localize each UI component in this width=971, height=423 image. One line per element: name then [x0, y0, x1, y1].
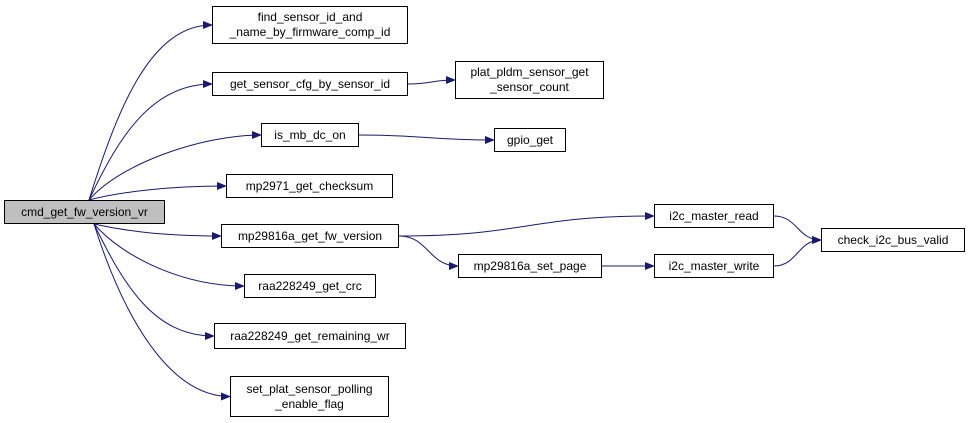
node-label: mp2971_get_checksum — [245, 178, 374, 193]
edge-mp29816a_fw-to-mp29816a_page — [398, 235, 459, 270]
node-label-line-1: plat_pldm_sensor_get — [470, 65, 589, 79]
node-check-i2c-bus-valid[interactable]: check_i2c_bus_valid — [821, 228, 965, 252]
node-plat-pldm-sensor-get-sensor-count[interactable]: plat_pldm_sensor_get _sensor_count — [455, 61, 604, 99]
edge-cmd_get_fw_version_vr-to-set_polling — [93, 223, 231, 401]
node-label: raa228249_get_remaining_wr — [230, 328, 390, 343]
node-i2c-master-write[interactable]: i2c_master_write — [654, 254, 774, 278]
edge-mp29816a_fw-to-i2c_read — [398, 212, 655, 237]
node-set-plat-sensor-polling-enable-flag[interactable]: set_plat_sensor_polling _enable_flag — [230, 376, 389, 417]
edge-cmd_get_fw_version_vr-to-raa_wr — [93, 223, 215, 340]
edge-i2c_write-to-check_bus — [773, 236, 822, 267]
edges-layer — [88, 21, 822, 401]
node-label: mp29816a_get_fw_version — [237, 228, 383, 243]
node-cmd-get-fw-version-vr[interactable]: cmd_get_fw_version_vr — [4, 200, 165, 224]
node-label: raa228249_get_crc — [258, 278, 362, 293]
node-mp2971-get-checksum[interactable]: mp2971_get_checksum — [226, 174, 393, 198]
node-i2c-master-read[interactable]: i2c_master_read — [654, 204, 774, 228]
node-label-line-2: _sensor_count — [490, 80, 569, 94]
node-is-mb-dc-on[interactable]: is_mb_dc_on — [261, 123, 359, 147]
node-label: i2c_master_read — [669, 208, 759, 223]
edge-cmd_get_fw_version_vr-to-is_mb_dc_on — [88, 131, 262, 201]
node-label-line-2: _name_by_firmware_comp_id — [229, 25, 391, 39]
node-mp29816a-set-page[interactable]: mp29816a_set_page — [458, 254, 602, 278]
node-label-line-1: find_sensor_id_and — [257, 10, 363, 24]
node-label-line-2: _enable_flag — [275, 396, 344, 411]
edge-cmd_get_fw_version_vr-to-find_sensor — [88, 21, 213, 201]
node-label: i2c_master_write — [668, 258, 760, 273]
edge-is_mb_dc_on-to-gpio_get — [358, 134, 495, 144]
node-find-sensor-id-and-name-by-firmware-comp-id[interactable]: find_sensor_id_and _name_by_firmware_com… — [212, 6, 408, 44]
node-raa228249-get-remaining-wr[interactable]: raa228249_get_remaining_wr — [214, 323, 406, 349]
node-mp29816a-get-fw-version[interactable]: mp29816a_get_fw_version — [221, 224, 399, 248]
edge-get_sensor_cfg-to-plat_pldm — [407, 76, 456, 85]
node-get-sensor-cfg-by-sensor-id[interactable]: get_sensor_cfg_by_sensor_id — [212, 72, 408, 96]
node-label: get_sensor_cfg_by_sensor_id — [229, 76, 391, 91]
node-label: mp29816a_set_page — [473, 258, 587, 273]
node-label-line-1: set_plat_sensor_polling — [246, 381, 373, 396]
edge-cmd_get_fw_version_vr-to-raa_crc — [93, 223, 245, 290]
node-gpio-get[interactable]: gpio_get — [494, 128, 566, 152]
node-label: gpio_get — [506, 132, 554, 147]
node-raa228249-get-crc[interactable]: raa228249_get_crc — [244, 274, 376, 298]
edge-cmd_get_fw_version_vr-to-mp2971 — [88, 182, 227, 201]
node-label: cmd_get_fw_version_vr — [21, 204, 148, 219]
node-label: check_i2c_bus_valid — [837, 232, 949, 247]
edge-i2c_read-to-check_bus — [773, 215, 822, 244]
node-label: is_mb_dc_on — [274, 127, 346, 142]
edge-cmd_get_fw_version_vr-to-mp29816a_fw — [93, 223, 222, 240]
edge-cmd_get_fw_version_vr-to-get_sensor_cfg — [88, 80, 213, 201]
